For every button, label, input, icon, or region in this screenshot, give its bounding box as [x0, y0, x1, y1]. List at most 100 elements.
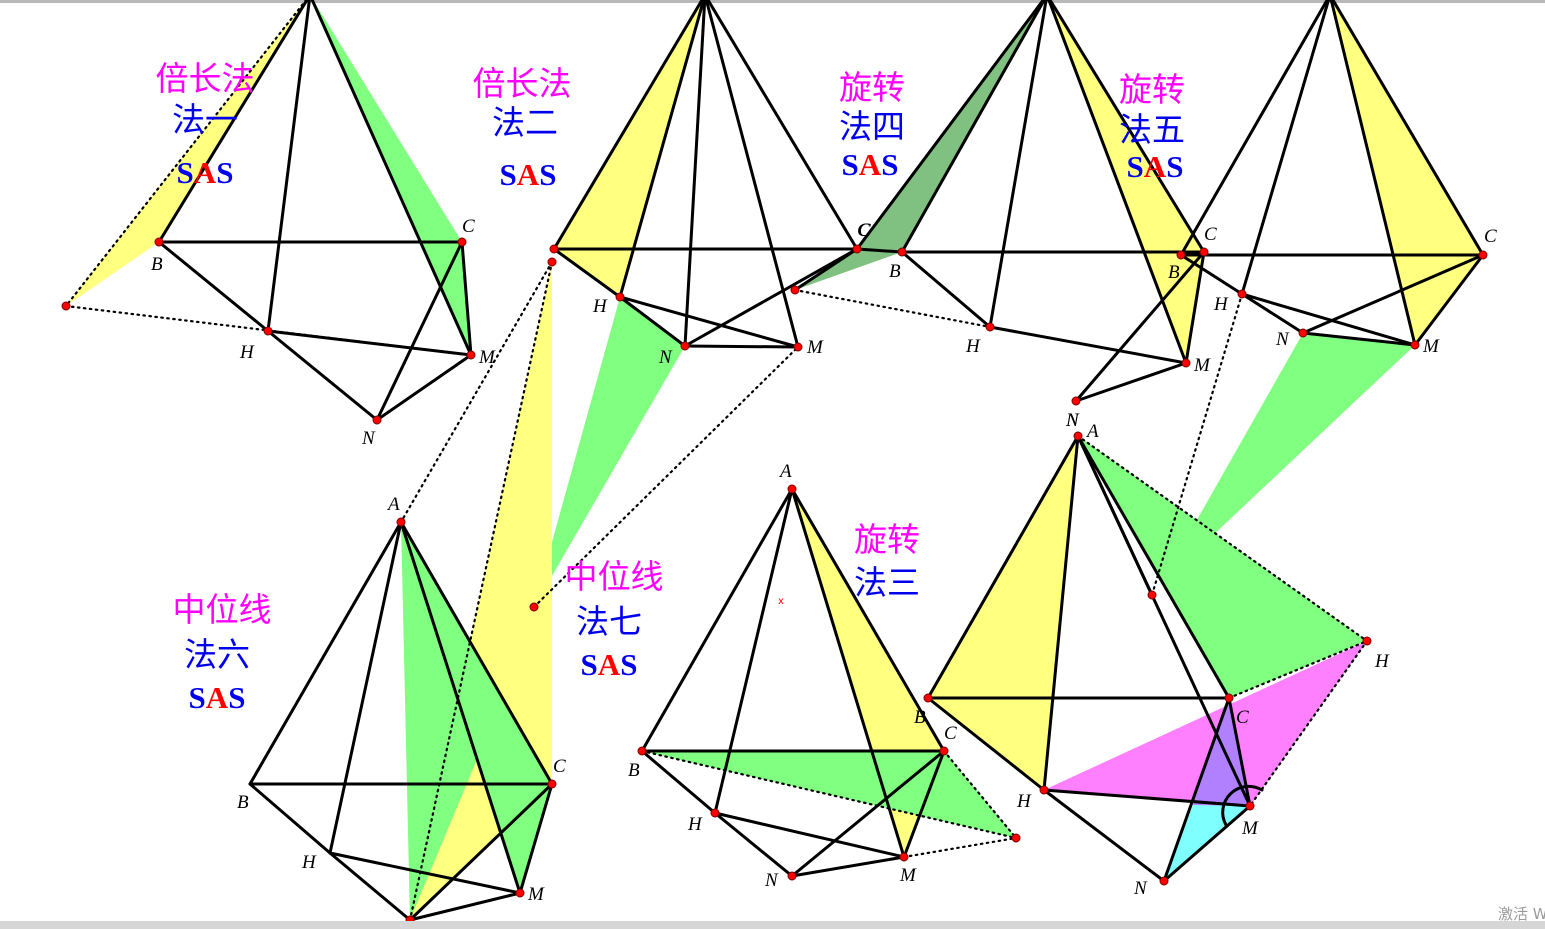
- fig4-label-C: C: [1204, 224, 1217, 245]
- fig1-edge-HM: [266, 329, 473, 357]
- figure-points[interactable]: [61, 237, 1488, 925]
- fig3-point-P[interactable]: [1011, 833, 1021, 843]
- fig2-edge-HN: [618, 295, 687, 348]
- fig6-label-B: B: [237, 792, 249, 813]
- fig5-point-M[interactable]: [1410, 340, 1420, 350]
- fig6-edge-HN: [328, 851, 412, 922]
- fig6-green-region: [401, 522, 552, 893]
- fig3-label-N: N: [764, 870, 779, 891]
- fig3-point-M[interactable]: [899, 852, 909, 862]
- fig5-edge-MC: [1413, 253, 1485, 347]
- fig4-edge-AC: [1048, 0, 1206, 254]
- fig4-label-N: N: [1065, 410, 1080, 431]
- fig2-edge-BH: [552, 247, 622, 299]
- fig6-edge-NC: [408, 782, 554, 922]
- fig1-label-C: C: [462, 216, 475, 237]
- figR-edge-HN: [1042, 788, 1166, 883]
- fig6-dotted-line-2: [408, 260, 554, 922]
- fig6-point-C[interactable]: [547, 779, 557, 789]
- figR-point-A[interactable]: [1073, 431, 1083, 441]
- figR-edge-NC: [1162, 696, 1231, 883]
- figR-yellow-region: [928, 436, 1078, 790]
- fig4-point-B[interactable]: [897, 247, 907, 257]
- fig1-edge-NC: [375, 240, 464, 422]
- fig5-point-B[interactable]: [1176, 250, 1186, 260]
- fig5-point-N[interactable]: [1298, 328, 1308, 338]
- figR-point-M[interactable]: [1245, 801, 1255, 811]
- fig7-point-extension[interactable]: [547, 257, 557, 267]
- fig3-edge-AB: [640, 487, 794, 753]
- fig3-edge-HN: [713, 811, 794, 878]
- fig4-edge-BH: [900, 250, 992, 329]
- fig3-dotted-line-1: [942, 749, 1018, 840]
- caption-2-method: 倍长法: [473, 64, 572, 103]
- fig3-label-H: H: [687, 814, 703, 835]
- figR-edge-MC: [1227, 696, 1252, 808]
- figR-point-P[interactable]: [1362, 636, 1372, 646]
- figR-point-Q[interactable]: [1147, 590, 1157, 600]
- figR-point-B[interactable]: [923, 693, 933, 703]
- fig4-edge-MC: [1184, 250, 1206, 365]
- fig3-edge-AM: [790, 487, 906, 859]
- fig3-point-N[interactable]: [787, 871, 797, 881]
- figR-label-A: A: [1085, 421, 1099, 442]
- fig6-point-M[interactable]: [515, 888, 525, 898]
- fig3-label-A: A: [778, 461, 792, 482]
- fig4-point-M[interactable]: [1181, 358, 1191, 368]
- fig2-edge-NC: [683, 247, 859, 348]
- fig4-point-H[interactable]: [985, 322, 995, 332]
- fig1-edge-AM: [310, 0, 473, 357]
- fig6-edge-BH: [248, 782, 332, 855]
- fig2-point-H[interactable]: [615, 292, 625, 302]
- fig3-label-M: M: [899, 865, 917, 886]
- fig2-edge-AC: [706, 0, 859, 251]
- figR-label-C: C: [1236, 707, 1249, 728]
- fig2-point-B[interactable]: [549, 244, 559, 254]
- fig3-point-C[interactable]: [939, 746, 949, 756]
- fig2-point-C[interactable]: [852, 244, 862, 254]
- fig1-point-N[interactable]: [372, 415, 382, 425]
- window-bottom-scrollbar[interactable]: [0, 921, 1545, 929]
- fig1-point-C[interactable]: [457, 237, 467, 247]
- fig4-point-C[interactable]: [1199, 247, 1209, 257]
- fig2-point-M[interactable]: [793, 342, 803, 352]
- fig3-dotted-line-2: [902, 836, 1018, 859]
- caption-5-sas: SAS: [1127, 149, 1184, 184]
- window-top-border: [0, 0, 1545, 3]
- fig4-point-N[interactable]: [1071, 396, 1081, 406]
- fig5-point-H[interactable]: [1237, 289, 1247, 299]
- caption-method-3: 旋转 法三: [854, 520, 920, 602]
- fig6-point-A[interactable]: [396, 517, 406, 527]
- fig2-point-N[interactable]: [680, 341, 690, 351]
- figR-point-H[interactable]: [1039, 785, 1049, 795]
- fig4-point-P[interactable]: [790, 285, 800, 295]
- figR-label-H: H: [1016, 791, 1032, 812]
- fig2-point-extension[interactable]: [529, 602, 539, 612]
- fig5-edge-HM: [1240, 292, 1417, 347]
- fig5-point-C[interactable]: [1478, 250, 1488, 260]
- fig3-point-B[interactable]: [637, 746, 647, 756]
- fig3-edge-AH: [713, 487, 794, 815]
- shaded-regions: [66, 0, 1483, 920]
- fig2-yellow-region: [554, 0, 704, 297]
- caption-5-name: 法五: [1119, 110, 1185, 149]
- fig1-point-M[interactable]: [466, 350, 476, 360]
- caption-4-name: 法四: [839, 107, 905, 146]
- figR-point-C[interactable]: [1224, 693, 1234, 703]
- fig1-point-H[interactable]: [263, 326, 273, 336]
- fig4-label-B: B: [889, 261, 901, 282]
- fig3-point-A[interactable]: [787, 484, 797, 494]
- figR-point-N[interactable]: [1159, 876, 1169, 886]
- fig1-point-B[interactable]: [154, 237, 164, 247]
- fig6-label-A: A: [386, 494, 400, 515]
- fig4-dotted-line: [793, 288, 992, 329]
- fig1-point-E[interactable]: [61, 301, 71, 311]
- caption-method-4: 旋转 法四 SAS: [839, 68, 905, 182]
- fig1-label-H: H: [239, 342, 255, 363]
- figR-label-N-top: N: [1065, 410, 1080, 431]
- fig3-point-H[interactable]: [710, 808, 720, 818]
- fig1-edge-AB: [157, 0, 309, 244]
- fig2-edge-AH: [618, 0, 706, 299]
